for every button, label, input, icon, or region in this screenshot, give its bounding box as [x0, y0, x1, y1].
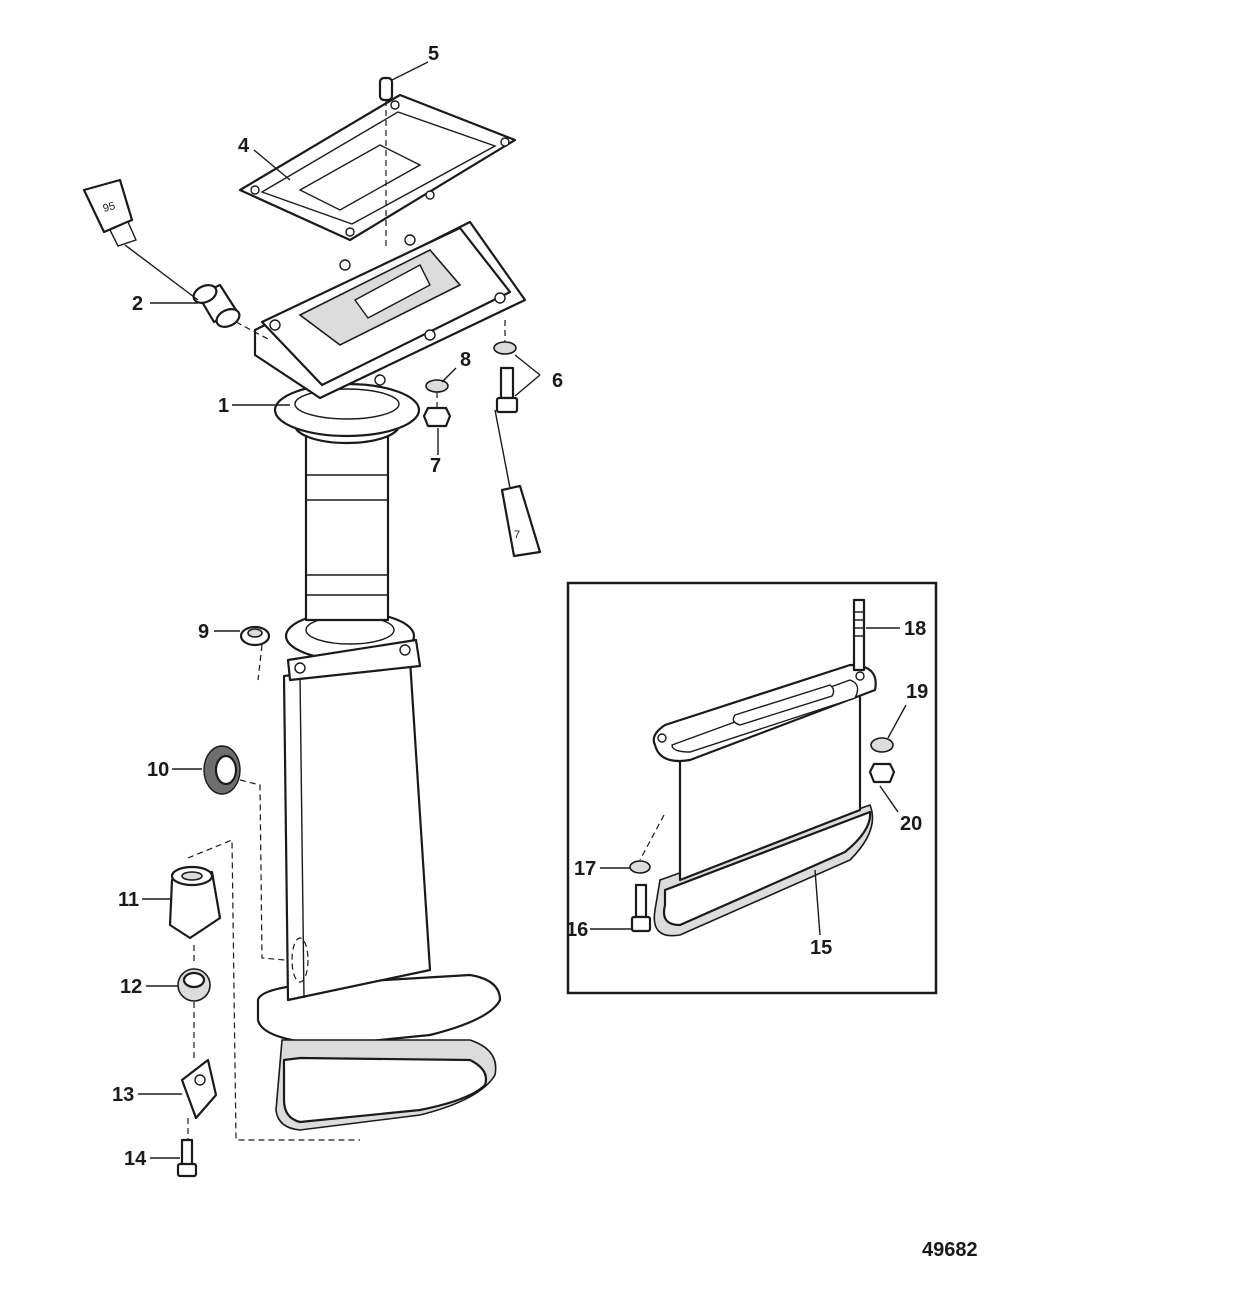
castle-nut-12: [177, 945, 211, 1002]
washer-8: [425, 379, 449, 393]
nut-7: [422, 392, 452, 428]
bolt-6: [495, 366, 519, 414]
figure-number: 49682: [922, 1239, 978, 1261]
callout-1: 1: [218, 395, 229, 417]
callout-6: 6: [552, 370, 563, 392]
adapter-plate: [253, 220, 527, 400]
dowel-pin: [378, 76, 394, 250]
callout-19: 19: [906, 681, 928, 703]
tube-7-label: 7: [514, 529, 520, 541]
washer-19: [870, 737, 894, 753]
sealant-tube-7: 7: [494, 409, 542, 558]
callout-9: 9: [198, 621, 209, 643]
shift-plate-13: [180, 1002, 218, 1120]
callout-12: 12: [120, 976, 142, 998]
callout-labels: 5 4 2 1 8 6 7 9 10 11 12 13 14 15 16 17 …: [112, 43, 928, 1170]
washer-6: [493, 320, 517, 355]
screw-14: [176, 1118, 198, 1178]
gasket: [238, 93, 517, 242]
callout-4: 4: [238, 135, 250, 157]
grease-tube-95: 95: [82, 178, 199, 301]
callout-15: 15: [810, 937, 832, 959]
callout-16: 16: [566, 919, 588, 941]
bushing: [192, 283, 271, 341]
callout-8: 8: [460, 349, 471, 371]
callout-20: 20: [900, 813, 922, 835]
callout-13: 13: [112, 1084, 134, 1106]
stud-18: [852, 598, 866, 672]
leader-lines: [138, 61, 907, 1159]
callout-10: 10: [147, 759, 169, 781]
bolt-16: [630, 883, 652, 933]
callout-17: 17: [574, 858, 596, 880]
callout-11: 11: [118, 889, 139, 911]
exhaust-tube-15: [652, 663, 877, 937]
callout-14: 14: [124, 1148, 147, 1170]
detail-inset-frame: [566, 581, 938, 995]
callout-5: 5: [428, 43, 439, 65]
callout-2: 2: [132, 293, 143, 315]
shift-bracket-11: [168, 839, 360, 1141]
tube-95-label: 95: [102, 200, 117, 215]
grommet-10: [203, 745, 309, 983]
washer-17: [629, 814, 665, 874]
callout-18: 18: [904, 618, 926, 640]
plug-9: [239, 625, 271, 681]
nut-20: [868, 762, 896, 784]
driveshaft-housing: [256, 382, 502, 1131]
callout-7: 7: [430, 455, 441, 477]
